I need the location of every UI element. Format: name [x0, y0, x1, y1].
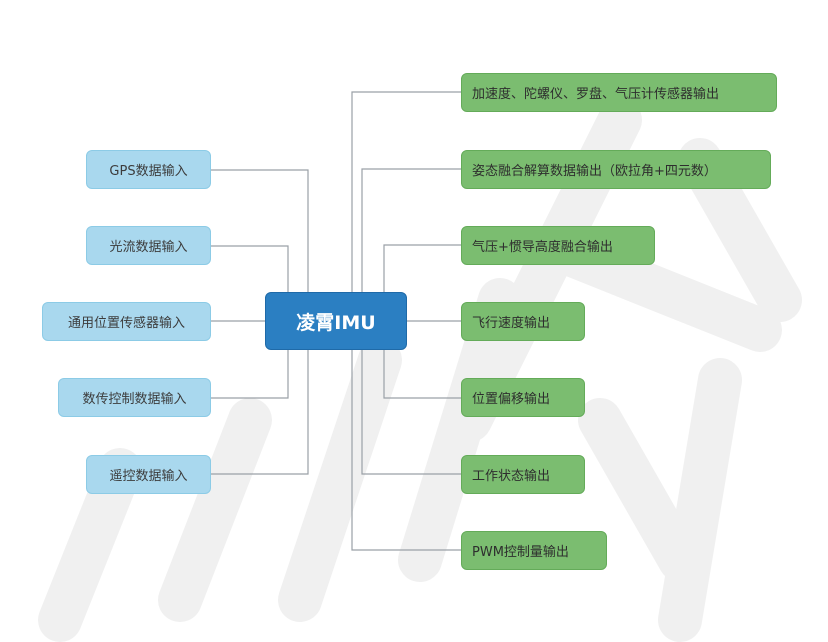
input-node-label: 光流数据输入 [109, 240, 188, 255]
input-node-datalink: 数传控制数据输入 [58, 378, 211, 417]
input-node-label: 遥控数据输入 [109, 469, 188, 484]
output-node-position-offset: 位置偏移输出 [461, 378, 585, 417]
connector-gps [211, 169, 309, 321]
connector-pwm-output [351, 321, 461, 551]
output-node-label: 位置偏移输出 [472, 392, 551, 407]
output-node-label: 飞行速度输出 [472, 316, 551, 331]
connector-status-output [361, 321, 461, 475]
connector-sensor-output [351, 91, 461, 321]
connector-rc [211, 321, 309, 475]
input-node-optical-flow: 光流数据输入 [86, 226, 211, 265]
output-node-speed: 飞行速度输出 [461, 302, 585, 341]
output-node-label: 工作状态输出 [472, 469, 551, 484]
output-node-label: 姿态融合解算数据输出（欧拉角+四元数） [472, 164, 717, 179]
connector-attitude-output [361, 168, 461, 321]
input-node-rc: 遥控数据输入 [86, 455, 211, 494]
output-node-label: 气压+惯导高度融合输出 [472, 240, 613, 255]
output-node-pwm: PWM控制量输出 [461, 531, 607, 570]
center-node-label: 凌霄IMU [296, 311, 376, 334]
output-node-status: 工作状态输出 [461, 455, 585, 494]
input-node-label: 数传控制数据输入 [82, 392, 187, 407]
output-node-label: PWM控制量输出 [472, 545, 569, 560]
input-node-position-sensor: 通用位置传感器输入 [42, 302, 211, 341]
input-node-label: 通用位置传感器输入 [67, 316, 185, 331]
input-node-label: GPS数据输入 [109, 164, 188, 179]
output-node-label: 加速度、陀螺仪、罗盘、气压计传感器输出 [472, 87, 720, 102]
output-node-attitude: 姿态融合解算数据输出（欧拉角+四元数） [461, 150, 771, 189]
input-node-gps: GPS数据输入 [86, 150, 211, 189]
output-node-altitude: 气压+惯导高度融合输出 [461, 226, 655, 265]
center-node-imu: 凌霄IMU [265, 292, 407, 350]
output-node-sensors: 加速度、陀螺仪、罗盘、气压计传感器输出 [461, 73, 777, 112]
